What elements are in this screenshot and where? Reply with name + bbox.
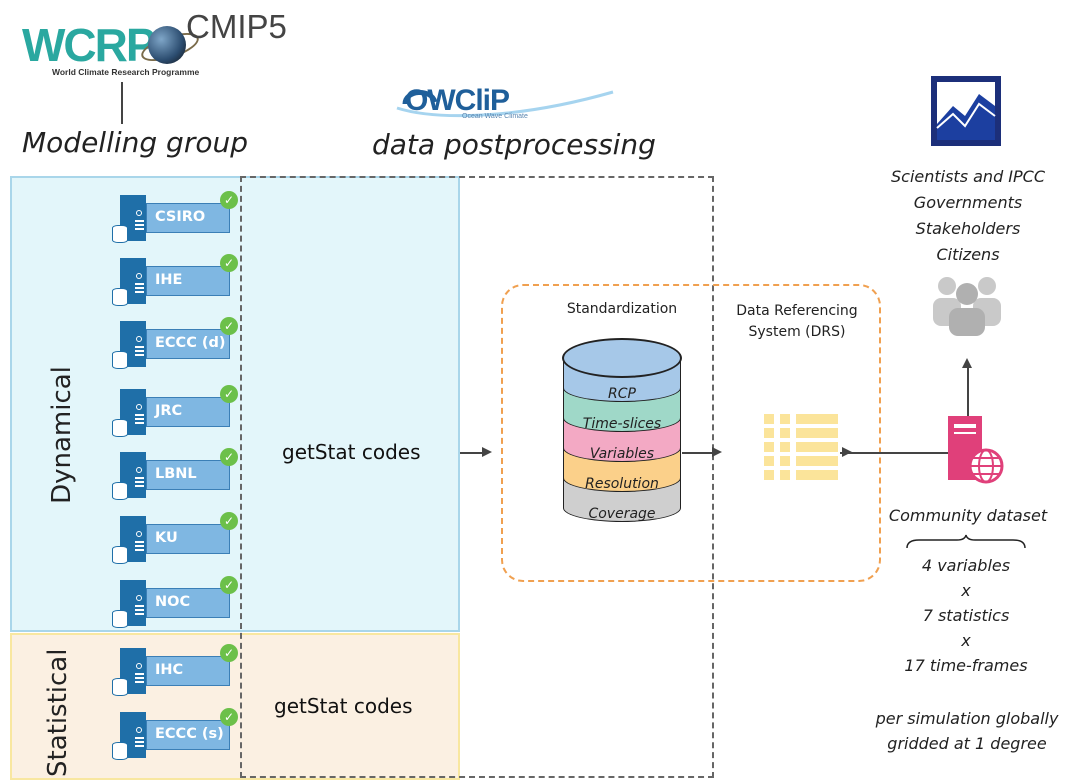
dynamical-panel (10, 176, 460, 632)
owclip-logo-text: OWCliP (405, 84, 510, 117)
database-top (562, 338, 682, 378)
chart-icon (931, 76, 1001, 146)
database-layer-label: Resolution (585, 476, 659, 492)
wcrp-subtitle: World Climate Research Programme (52, 67, 200, 77)
server-model-box: KU✓ (112, 512, 238, 576)
model-name-label: LBNL (146, 460, 230, 490)
audience-item: Citizens (936, 245, 1000, 264)
arrowhead-icon (482, 447, 492, 457)
people-icon (933, 277, 1001, 336)
storage-icon (112, 546, 128, 564)
checkmark-icon: ✓ (220, 576, 238, 594)
model-name-label: JRC (146, 397, 230, 427)
model-name-label: ECCC (s) (146, 720, 230, 750)
dynamical-label: Dynamical (47, 366, 77, 504)
model-name-label: IHC (146, 656, 230, 686)
arrow-to-drs (682, 452, 712, 454)
storage-icon (112, 482, 128, 500)
checkmark-icon: ✓ (220, 254, 238, 272)
postprocessing-box (240, 176, 714, 778)
stat-line: 7 statistics (922, 606, 1010, 625)
server-model-box: JRC✓ (112, 385, 238, 449)
server-model-box: IHE✓ (112, 254, 238, 318)
arrowhead-icon (842, 447, 852, 457)
arrow-to-audience (967, 366, 969, 418)
model-name-label: IHE (146, 266, 230, 296)
model-name-label: NOC (146, 588, 230, 618)
postprocessing-heading: data postprocessing (372, 128, 656, 161)
server-model-box: CSIRO✓ (112, 191, 238, 255)
database-layer-label: Time-slices (582, 416, 662, 432)
drs-title: Data Referencing System (DRS) (722, 301, 872, 343)
model-name-label: ECCC (d) (146, 329, 230, 359)
model-name-label: KU (146, 524, 230, 554)
community-stats: 4 variables x 7 statistics x 17 time-fra… (888, 553, 1044, 678)
storage-icon (112, 610, 128, 628)
drs-title-line2: System (DRS) (748, 324, 846, 340)
server-model-box: LBNL✓ (112, 448, 238, 512)
drs-title-line1: Data Referencing (736, 303, 858, 319)
model-name-label: CSIRO (146, 203, 230, 233)
storage-icon (112, 678, 128, 696)
database-layer-label: Coverage (588, 506, 656, 522)
stat-line: 17 time-frames (904, 656, 1028, 675)
globe-icon (148, 26, 186, 64)
checkmark-icon: ✓ (220, 708, 238, 726)
checkmark-icon: ✓ (220, 644, 238, 662)
database-layer-label: RCP (608, 386, 636, 402)
arrowhead-icon (962, 358, 972, 368)
audience-item: Scientists and IPCC (890, 167, 1046, 186)
server-model-box: NOC✓ (112, 576, 238, 640)
note-line: per simulation globally (875, 709, 1059, 728)
server-model-box: ECCC (s)✓ (112, 708, 238, 772)
audience-list: Scientists and IPCC Governments Stakehol… (868, 164, 1068, 268)
storage-icon (112, 225, 128, 243)
owclip-subtitle: Ocean Wave Climate (462, 113, 528, 120)
note-line: gridded at 1 degree (887, 734, 1047, 753)
stat-line: x (961, 631, 971, 650)
wcrp-logo-text: WCRP (22, 19, 157, 71)
arrowhead-icon (712, 447, 722, 457)
stat-line: 4 variables (921, 556, 1011, 575)
getstat-codes-statistical: getStat codes (274, 694, 413, 718)
standardization-box (501, 284, 881, 582)
server-model-box: ECCC (d)✓ (112, 317, 238, 381)
stat-line: x (961, 581, 971, 600)
connector-line (121, 82, 123, 124)
checkmark-icon: ✓ (220, 385, 238, 403)
community-dataset-title: Community dataset (888, 506, 1048, 525)
checkmark-icon: ✓ (220, 512, 238, 530)
checkmark-icon: ✓ (220, 317, 238, 335)
arrow-to-standardization (460, 452, 488, 454)
statistical-label: Statistical (43, 648, 73, 777)
storage-icon (112, 419, 128, 437)
storage-icon (112, 288, 128, 306)
server-model-box: IHC✓ (112, 644, 238, 708)
getstat-codes-dynamical: getStat codes (282, 440, 421, 464)
database-layer-label: Variables (589, 446, 655, 462)
web-server-icon (948, 416, 1004, 484)
storage-icon (112, 742, 128, 760)
wave-icon (396, 90, 614, 118)
checkmark-icon: ✓ (220, 191, 238, 209)
brace-icon (906, 534, 1026, 549)
community-note: per simulation globally gridded at 1 deg… (862, 706, 1072, 756)
modelling-group-heading: Modelling group (22, 126, 248, 159)
storage-icon (112, 351, 128, 369)
standardization-title: Standardization (566, 301, 678, 317)
table-icon (764, 414, 838, 480)
checkmark-icon: ✓ (220, 448, 238, 466)
audience-item: Governments (913, 193, 1023, 212)
cmip5-logo-text: CMIP5 (186, 8, 287, 45)
audience-item: Stakeholders (915, 219, 1021, 238)
arrow-to-community (840, 452, 950, 454)
